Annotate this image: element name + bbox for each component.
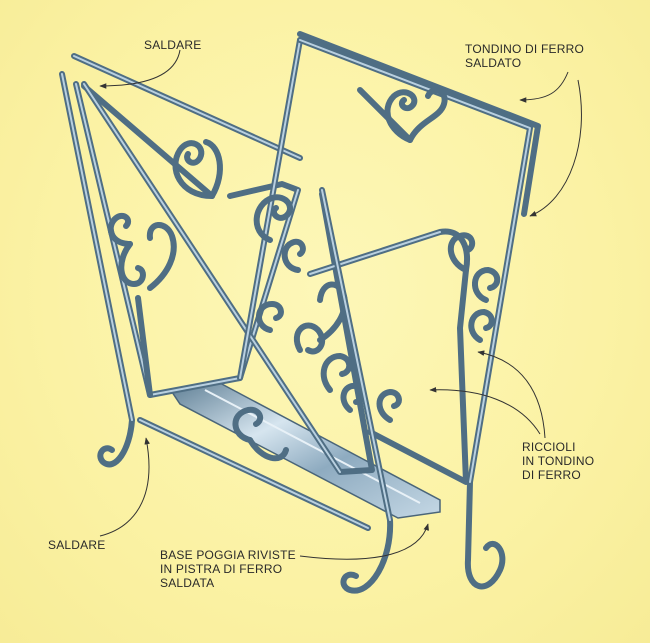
label-line: DI FERRO	[522, 468, 581, 482]
label-line: SALDATA	[160, 576, 215, 590]
label-line: SALDARE	[144, 38, 202, 52]
label-line: TONDINO DI FERRO	[465, 42, 584, 56]
label-line: SALDATO	[465, 56, 522, 70]
label-riccioli: RICCIOLI IN TONDINO DI FERRO	[522, 440, 594, 482]
label-tondino: TONDINO DI FERRO SALDATO	[465, 42, 584, 70]
left-frame	[59, 53, 303, 468]
label-base: BASE POGGIA RIVISTE IN PISTRA DI FERRO S…	[160, 548, 296, 590]
right-frame	[297, 31, 541, 594]
leader-lines	[99, 49, 582, 560]
front-frame	[81, 37, 375, 531]
label-line: IN PISTRA DI FERRO	[160, 562, 283, 576]
label-saldare-top: SALDARE	[144, 38, 201, 52]
label-line: BASE POGGIA RIVISTE	[160, 548, 296, 562]
label-line: IN TONDINO	[522, 454, 595, 468]
label-line: SALDARE	[48, 538, 106, 552]
label-line: RICCIOLI	[522, 440, 576, 454]
label-saldare-bottom: SALDARE	[48, 538, 105, 552]
